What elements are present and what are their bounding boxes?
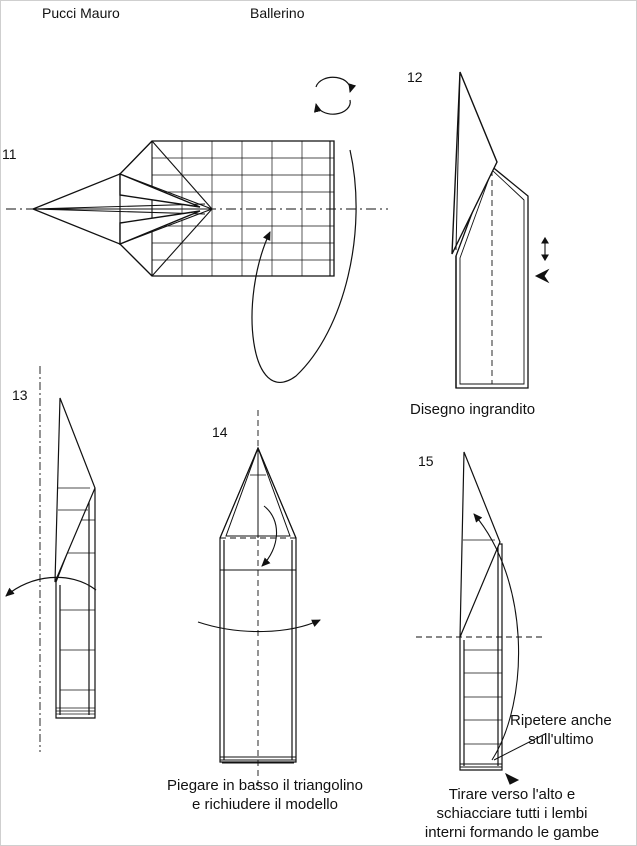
step-13-number: 13 bbox=[12, 387, 28, 403]
step-14-fold-down-arrow bbox=[261, 505, 278, 567]
step-14-caption: Piegare in basso il triangolino e richiu… bbox=[120, 776, 410, 814]
step-15-note-line-1: Ripetere anche bbox=[510, 712, 612, 729]
step-15-note-pointer bbox=[493, 733, 546, 761]
step-12-push-icon bbox=[534, 268, 550, 284]
step-15-caption: Tirare verso l'alto e schiacciare tutti … bbox=[392, 785, 632, 842]
step-15-drawing bbox=[416, 451, 546, 785]
step-15-number: 15 bbox=[418, 453, 434, 469]
step-15-caption-line-2: schiacciare tutti i lembi bbox=[436, 805, 588, 822]
step-12-point bbox=[451, 71, 498, 255]
arrow-icon bbox=[505, 772, 520, 785]
step-15-caption-line-1: Tirare verso l'alto e bbox=[448, 786, 576, 803]
step-13-feet bbox=[56, 707, 95, 719]
author-name: Pucci Mauro bbox=[42, 5, 120, 21]
step-14-caption-line-1: Piegare in basso il triangolino bbox=[167, 777, 363, 794]
step-14-feet bbox=[220, 756, 296, 764]
step-13-fold-arrow bbox=[5, 576, 97, 597]
step-14-caption-line-2: e richiudere il modello bbox=[192, 796, 338, 813]
step-13-drawing bbox=[5, 366, 97, 752]
step-15-point bbox=[459, 451, 501, 638]
step-15-caption-line-3: interni formando le gambe bbox=[424, 824, 600, 841]
step-14-drawing bbox=[197, 410, 321, 785]
step-12-drawing bbox=[451, 71, 550, 389]
step-11-flaps bbox=[32, 140, 213, 277]
step-15-note-line-2: sull'ultimo bbox=[528, 731, 594, 748]
step-12-updown-icon bbox=[541, 236, 549, 262]
step-14-number: 14 bbox=[212, 424, 228, 440]
step-11-number: 11 bbox=[2, 146, 17, 162]
step-13-point bbox=[54, 397, 96, 583]
step-12-number: 12 bbox=[407, 69, 423, 85]
step-11-rotate-arrow bbox=[251, 149, 357, 383]
step-12-caption: Disegno ingrandito bbox=[410, 401, 536, 418]
step-15-feet bbox=[460, 763, 502, 771]
step-14-close-arrow bbox=[197, 619, 321, 633]
turn-over-icon bbox=[313, 76, 357, 115]
model-title: Ballerino bbox=[250, 5, 305, 21]
step-11-drawing bbox=[6, 76, 388, 383]
step-15-note: Ripetere anche sull'ultimo bbox=[510, 711, 612, 749]
step-15-pull-arrow bbox=[473, 513, 520, 761]
